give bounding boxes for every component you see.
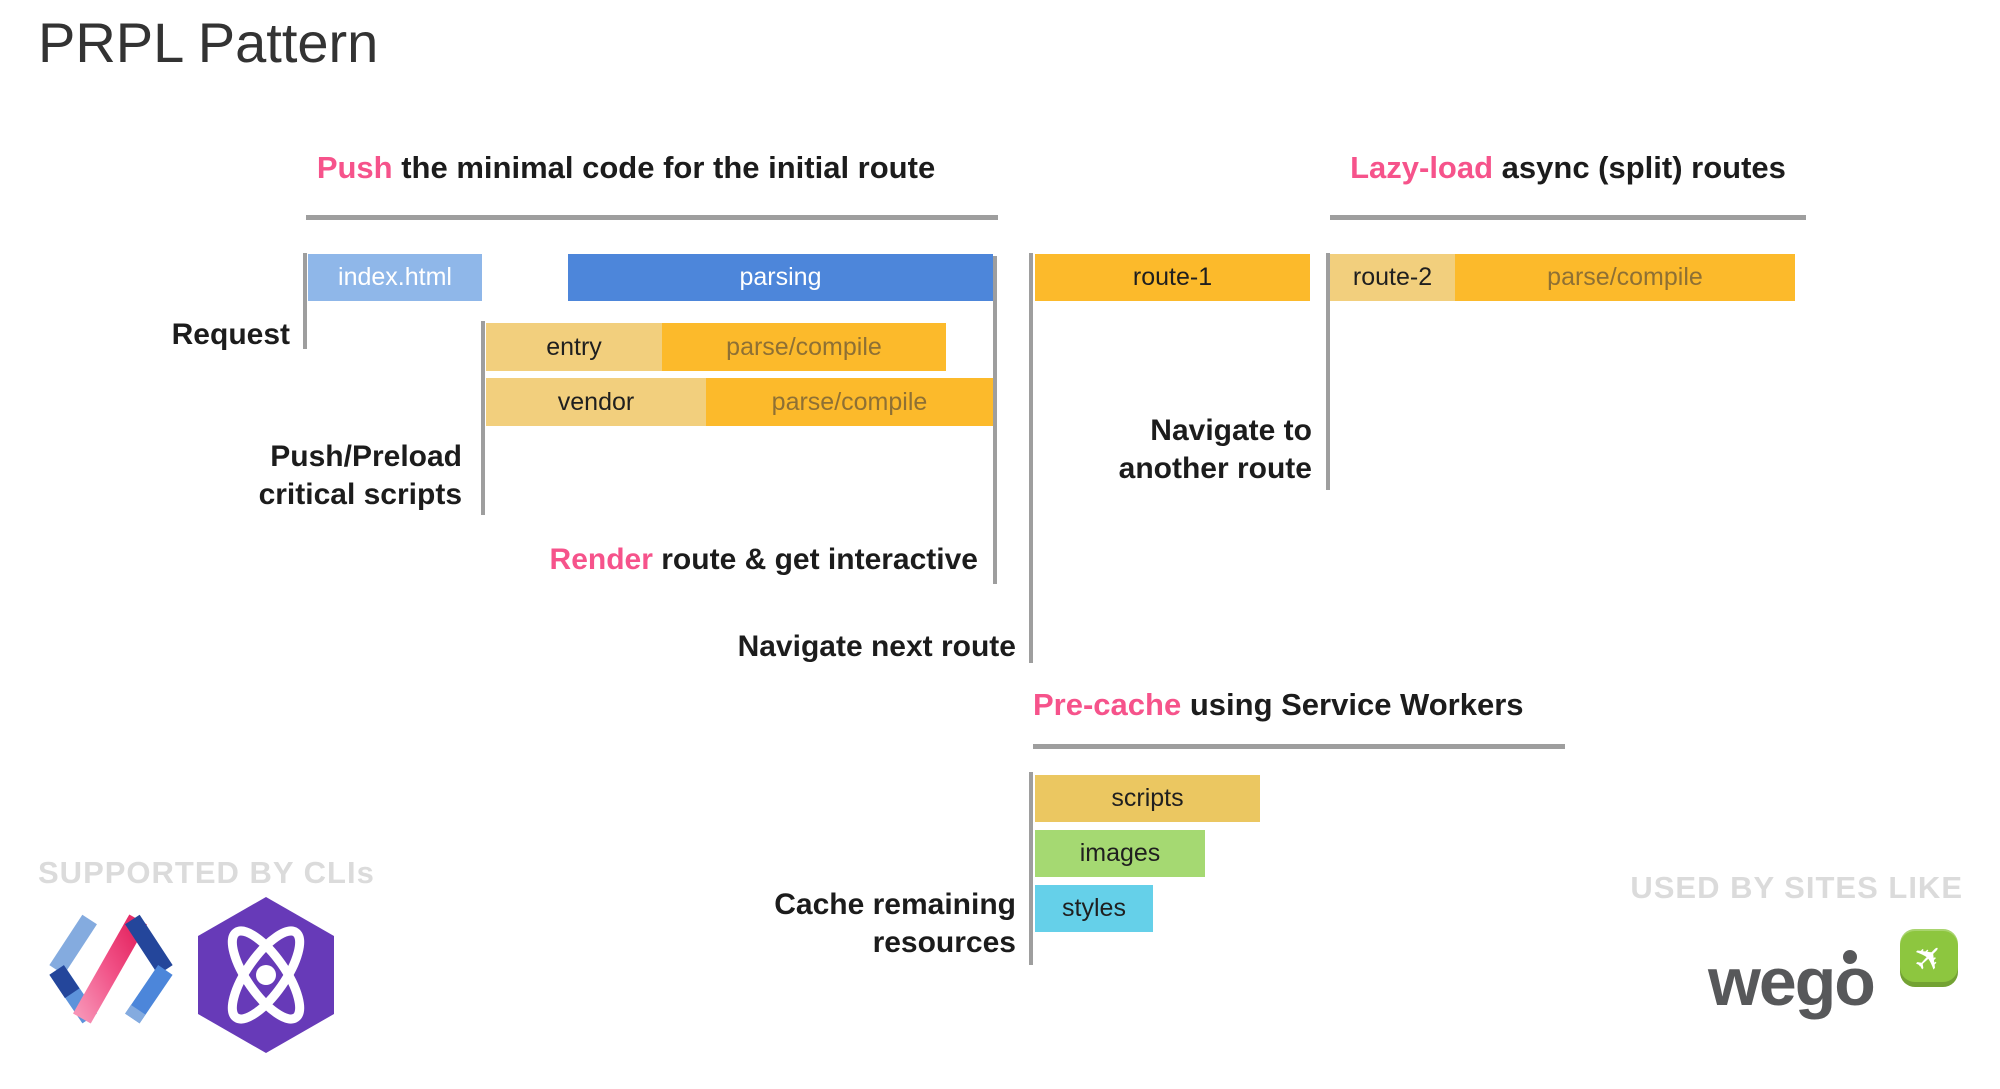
route2-parse-compile-bar: parse/compile <box>1455 254 1795 301</box>
route2-bar: route-2 <box>1330 254 1455 301</box>
push-section-underline <box>306 215 998 220</box>
lazyload-section-underline <box>1330 215 1806 220</box>
push-keyword: Push <box>316 150 393 185</box>
vendor-bar: vendor <box>486 378 706 426</box>
request-label: Request <box>171 318 290 351</box>
used-by-sites-label: USED BY SITES LIKE <box>1630 870 1963 905</box>
push-preload-label-line2: critical scripts <box>258 478 462 511</box>
route1-bar: route-1 <box>1035 254 1310 301</box>
push-preload-timeline-line <box>481 321 485 515</box>
wego-plane-badge: ✈ <box>1900 929 1958 987</box>
index-html-bar: index.html <box>308 254 482 301</box>
precache-keyword: Pre-cache <box>1033 687 1182 722</box>
entry-parse-compile-bar: parse/compile <box>662 323 946 371</box>
polymer-logo <box>45 908 177 1029</box>
wego-logo: wego ✈ <box>1700 925 1990 1055</box>
push-preload-label-line1: Push/Preload <box>270 440 462 473</box>
push-section-title: Push the minimal code for the initial ro… <box>246 150 1006 186</box>
wego-g-dot <box>1843 950 1857 964</box>
preact-logo-icon <box>198 897 334 1053</box>
render-label: Render route & get interactive <box>478 541 978 579</box>
parsing-bar: parsing <box>568 254 993 301</box>
supported-by-clis-label: SUPPORTED BY CLIs <box>38 855 375 890</box>
precache-section-underline <box>1033 744 1565 749</box>
navigate-next-route-label: Navigate next route <box>737 630 1016 663</box>
page-title: PRPL Pattern <box>38 11 379 74</box>
navigate-next-timeline-line <box>1029 253 1033 663</box>
preact-logo <box>198 897 334 1053</box>
navigate-another-line1: Navigate to <box>1150 414 1312 447</box>
cache-remaining-line2: resources <box>872 926 1016 959</box>
navigate-another-route-label: Navigate to another route <box>1012 412 1312 488</box>
request-timeline-line <box>303 253 307 349</box>
navigate-another-timeline-line <box>1326 253 1330 490</box>
lazyload-title-rest: async (split) routes <box>1501 150 1786 185</box>
render-keyword: Render <box>549 543 653 576</box>
precache-title-rest: using Service Workers <box>1189 687 1524 722</box>
cache-remaining-label: Cache remaining resources <box>716 886 1016 962</box>
cache-timeline-line <box>1029 772 1033 965</box>
polymer-logo-icon <box>49 914 173 1024</box>
entry-bar: entry <box>486 323 662 371</box>
airplane-icon: ✈ <box>1903 932 1954 983</box>
push-preload-label: Push/Preload critical scripts <box>162 438 462 514</box>
precache-section-title: Pre-cache using Service Workers <box>1033 687 1524 723</box>
images-bar: images <box>1035 830 1205 877</box>
lazyload-keyword: Lazy-load <box>1350 150 1494 185</box>
cache-remaining-line1: Cache remaining <box>774 888 1016 921</box>
navigate-another-line2: another route <box>1118 452 1312 485</box>
render-label-rest: route & get interactive <box>661 543 978 576</box>
push-title-rest: the minimal code for the initial route <box>401 150 936 185</box>
render-timeline-line <box>993 256 997 584</box>
scripts-bar: scripts <box>1035 775 1260 822</box>
lazyload-section-title: Lazy-load async (split) routes <box>1288 150 1848 186</box>
vendor-parse-compile-bar: parse/compile <box>706 378 993 426</box>
styles-bar: styles <box>1035 885 1153 932</box>
